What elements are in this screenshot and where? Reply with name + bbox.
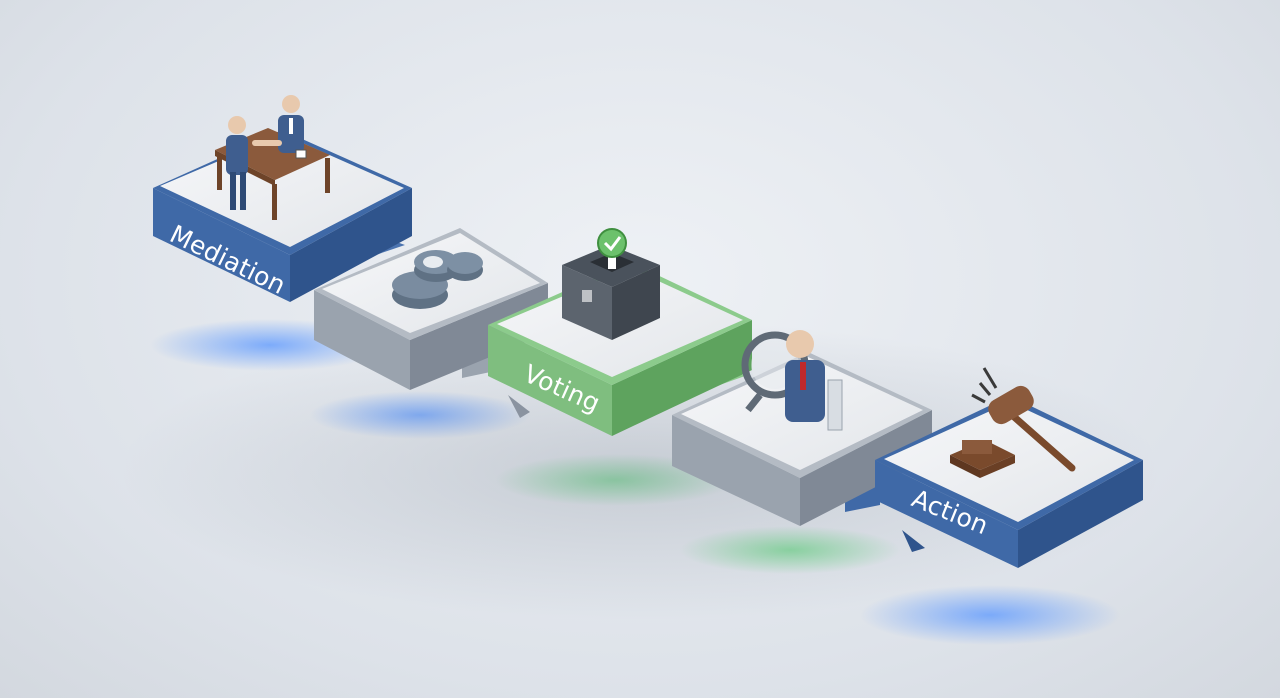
tile-4-side (800, 410, 932, 526)
tile-4-front (672, 415, 800, 526)
tile-mediation-front (153, 188, 290, 302)
connector-4-tip (902, 530, 925, 552)
step-mediation: Mediation (153, 95, 412, 302)
tile-2-side (410, 283, 548, 390)
connector-2-tip (508, 395, 530, 418)
step-discussion (314, 228, 548, 390)
investigation-magnifier-icon (741, 330, 843, 431)
tile-action-side (1018, 460, 1143, 568)
discussion-connector-icon (392, 250, 483, 309)
tile-2-front (314, 290, 410, 390)
ground-glows (120, 319, 1160, 645)
step-investigation (672, 330, 932, 526)
tile-mediation-side (290, 188, 412, 302)
tile-voting-front (488, 325, 612, 436)
ballot-box-icon (562, 228, 660, 340)
gavel-icon (950, 367, 1076, 478)
step-voting: Voting (488, 228, 752, 436)
step-action: Action (875, 367, 1143, 568)
tile-action-front (875, 460, 1018, 568)
mediation-meeting-icon (215, 95, 330, 220)
tile-voting-side (612, 320, 752, 436)
